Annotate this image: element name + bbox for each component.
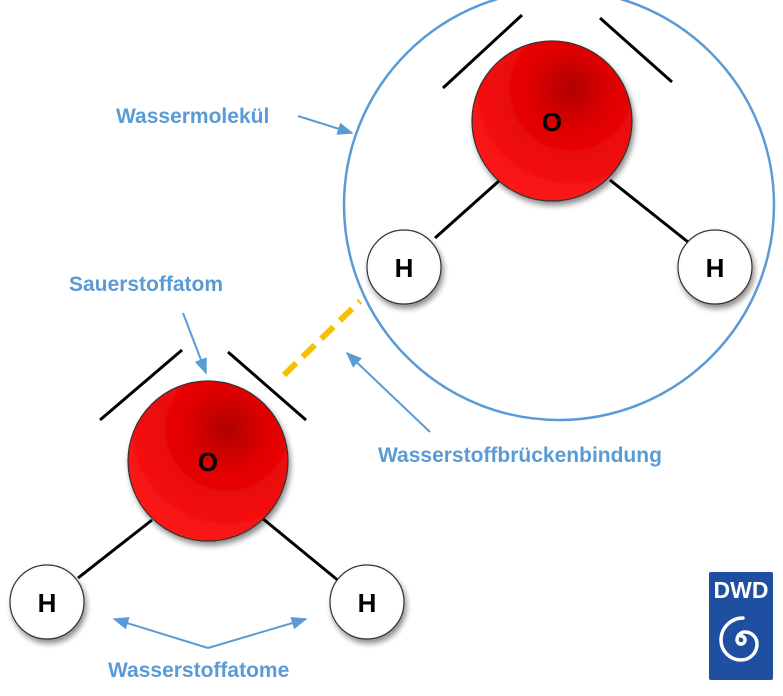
oxygen-atom-label: O <box>542 107 562 137</box>
dwd-logo: DWD <box>709 572 773 680</box>
hydrogen-atom-right-label: H <box>706 253 725 283</box>
water-molecule-bottom: O H H <box>9 348 405 640</box>
arrow-hydrogen-bond <box>345 351 431 433</box>
dwd-logo-text: DWD <box>714 577 769 603</box>
label-water-molecule: Wassermolekül <box>116 105 269 128</box>
oh-bond-right <box>609 178 689 244</box>
water-molecule-highlight-circle <box>342 0 776 422</box>
arrow-oxygen-atom <box>182 312 207 375</box>
hydrogen-atom-right <box>329 564 405 640</box>
arrow-hydrogen-atoms-right <box>207 616 308 649</box>
hydrogen-atom-left-label: H <box>38 588 57 618</box>
label-oxygen-atom: Sauerstoffatom <box>69 273 223 296</box>
lone-pair-line-right <box>227 350 307 422</box>
lone-pair-line-left <box>99 348 183 422</box>
arrow-hydrogen-atoms-left <box>112 617 209 649</box>
arrow-water-molecule <box>297 115 354 135</box>
oxygen-atom <box>471 40 633 202</box>
label-hydrogen-atoms: Wasserstoffatome <box>108 659 289 682</box>
hydrogen-atom-right <box>677 229 753 305</box>
label-hydrogen-bond: Wasserstoffbrückenbindung <box>378 444 662 467</box>
lone-pair-line-right <box>599 16 673 84</box>
oh-bond-left <box>434 178 501 240</box>
oxygen-atom <box>127 380 289 542</box>
hydrogen-atom-left-label: H <box>395 253 414 283</box>
hydrogen-atom-left <box>9 564 85 640</box>
hydrogen-atom-left <box>366 229 442 305</box>
water-molecule-top: O H H <box>366 13 753 305</box>
oxygen-atom-label: O <box>198 447 218 477</box>
hydrogen-atom-right-label: H <box>358 588 377 618</box>
oh-bond-right <box>261 516 341 584</box>
hydrogen-bond-dashes <box>281 298 363 378</box>
lone-pair-line-left <box>441 13 524 90</box>
swirl-icon <box>719 616 759 662</box>
oh-bond-left <box>77 518 153 580</box>
